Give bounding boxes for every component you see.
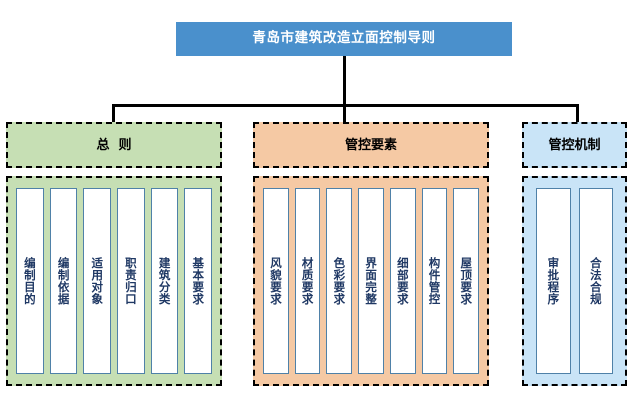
group-body-control-elements: 风貌要求 材质要求 色彩要求 界面完整 细部要求 构件管控 屋顶要求 [253, 176, 489, 386]
item-label: 细部要求 [395, 257, 410, 305]
connector-drop-group-2 [343, 104, 346, 124]
group-body-control-mechanism: 审批程序 合法合规 [522, 176, 627, 386]
item-label: 界面完整 [364, 257, 379, 305]
group-title-control-mechanism: 管控机制 [548, 137, 601, 153]
item-card[interactable]: 风貌要求 [262, 188, 289, 374]
item-label: 色彩要求 [332, 257, 347, 305]
item-label: 职责归口 [123, 257, 138, 305]
connector-root-stem [343, 56, 346, 106]
item-label: 审批程序 [546, 257, 561, 305]
item-label: 基本要求 [191, 257, 206, 305]
item-card[interactable]: 建筑分类 [150, 188, 179, 374]
item-label: 编制目的 [22, 257, 37, 305]
item-label: 材质要求 [300, 257, 315, 305]
item-card[interactable]: 基本要求 [184, 188, 213, 374]
item-card[interactable]: 构件管控 [421, 188, 448, 374]
item-label: 构件管控 [427, 257, 442, 305]
item-label: 合法合规 [588, 257, 603, 305]
item-card[interactable]: 合法合规 [578, 188, 613, 374]
page-title: 青岛市建筑改造立面控制导则 [252, 30, 436, 47]
item-card[interactable]: 适用对象 [83, 188, 111, 374]
connector-drop-group-1 [112, 104, 115, 124]
item-label: 编制依据 [56, 257, 71, 305]
item-card[interactable]: 材质要求 [294, 188, 321, 374]
group-title-control-elements: 管控要素 [344, 137, 397, 153]
item-card[interactable]: 职责归口 [117, 188, 145, 374]
group-body-general-principles: 编制目的 编制依据 适用对象 职责归口 建筑分类 基本要求 [6, 176, 222, 386]
group-header-general-principles: 总 则 [6, 122, 222, 168]
item-card[interactable]: 编制依据 [49, 188, 78, 374]
item-label: 建筑分类 [157, 257, 172, 305]
group-header-control-mechanism: 管控机制 [522, 122, 627, 168]
group-title-general-principles: 总 则 [96, 137, 132, 153]
group-header-control-elements: 管控要素 [253, 122, 489, 168]
item-label: 适用对象 [90, 257, 105, 305]
connector-drop-group-3 [576, 104, 579, 124]
root-title-node: 青岛市建筑改造立面控制导则 [176, 22, 512, 56]
item-label: 屋顶要求 [459, 257, 474, 305]
item-card[interactable]: 编制目的 [15, 188, 44, 374]
item-label: 风貌要求 [268, 257, 283, 305]
item-card[interactable]: 界面完整 [358, 188, 384, 374]
item-card[interactable]: 细部要求 [389, 188, 416, 374]
item-card[interactable]: 色彩要求 [326, 188, 353, 374]
item-card[interactable]: 屋顶要求 [453, 188, 480, 374]
item-card[interactable]: 审批程序 [536, 188, 571, 374]
